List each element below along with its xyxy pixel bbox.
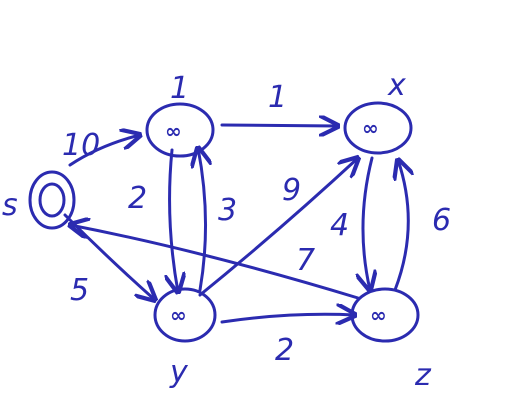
edge-weights: 10 5 1 2 3 9 4 6 2 7 (62, 80, 451, 368)
edge-y-z (220, 314, 355, 322)
node-x-circle (343, 101, 413, 155)
node-s-label: s (2, 188, 18, 223)
weight-y-z: 2 (275, 333, 294, 368)
weight-y-x: 9 (282, 173, 301, 208)
node-1-circle (145, 102, 215, 158)
edge-x-z (363, 156, 372, 290)
weight-y-1: 3 (218, 193, 237, 228)
edge-y-1 (198, 148, 206, 292)
weight-s-1: 10 (62, 128, 100, 163)
node-y-value: ∞ (170, 303, 187, 327)
edge-s-1 (68, 135, 140, 167)
weight-1-y: 2 (128, 181, 147, 216)
node-1-label: 1 (170, 71, 189, 106)
node-s-inner (38, 182, 66, 218)
node-x-label: x (387, 68, 406, 103)
weight-z-s: 7 (296, 243, 315, 278)
node-z-value: ∞ (370, 303, 387, 327)
node-x: ∞ x (343, 68, 413, 155)
node-x-value: ∞ (362, 116, 379, 140)
node-1: ∞ 1 (145, 71, 215, 158)
node-z-circle (350, 287, 420, 343)
weight-s-y: 5 (70, 273, 89, 308)
node-s: s (2, 170, 76, 230)
weight-1-x: 1 (268, 80, 287, 115)
edge-1-x (220, 125, 338, 126)
node-1-value: ∞ (165, 119, 182, 143)
edge-1-y (170, 148, 178, 292)
edge-y-x (198, 158, 358, 297)
edge-z-x (395, 160, 408, 292)
node-z-label: z (414, 358, 432, 393)
weight-x-z: 4 (330, 208, 349, 243)
node-y: ∞ y (153, 287, 217, 390)
edges (63, 125, 408, 322)
node-s-circle (28, 170, 76, 230)
node-y-label: y (169, 355, 189, 390)
edge-z-s (70, 225, 360, 300)
weight-z-x: 6 (432, 203, 451, 238)
node-z: ∞ z (350, 287, 432, 393)
node-y-circle (153, 287, 217, 343)
